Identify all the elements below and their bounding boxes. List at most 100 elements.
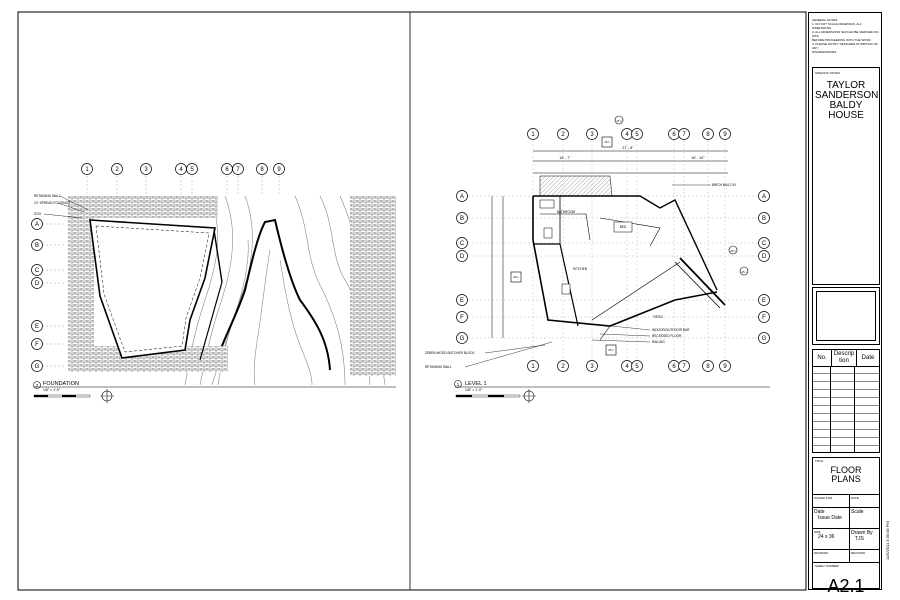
stamp-box — [812, 287, 880, 345]
f-col-4: 4 — [179, 167, 183, 173]
f-north-arrow — [100, 389, 114, 403]
l1-col-3-b: 3 — [590, 364, 594, 370]
f-row-d: D — [35, 281, 40, 287]
l1-col-1-b: 1 — [531, 364, 535, 370]
general-notes: GENERAL NOTES 1. DO NOT SCALE DRAWINGS. … — [812, 16, 880, 64]
tag-3: A5.1 — [608, 348, 614, 352]
l1-row-a: A — [460, 194, 464, 200]
f-col-8: 8 — [260, 167, 264, 173]
level1-title: LEVEL 1 — [465, 381, 487, 387]
title-block: GENERAL NOTES 1. DO NOT SCALE DRAWINGS. … — [808, 12, 882, 596]
foundation-slab — [89, 219, 216, 359]
rev-rows — [813, 366, 879, 452]
foundation-title: FOUNDATION — [43, 381, 79, 387]
room-bathroom: BATHROOM — [557, 210, 576, 214]
l1-north-arrow — [522, 389, 536, 403]
rev-header-desc: Descrip tion — [832, 350, 857, 366]
l1-view-number: 1 — [457, 382, 460, 387]
l1-row-a-r: A — [762, 194, 766, 200]
l1-col-6: 6 — [672, 132, 676, 138]
f-view-bubble — [33, 381, 41, 389]
l1-row-g: G — [460, 336, 465, 342]
date-header-label: DATE — [851, 496, 859, 500]
f-note-retaining-wall: RETAINING WALL — [34, 194, 61, 198]
tag-1: A5.1 — [604, 140, 610, 144]
tag-2: A5.1 — [513, 275, 519, 279]
f-leaders — [43, 195, 89, 219]
ground-hatch-left — [68, 196, 94, 372]
title-label: TITLE — [815, 459, 824, 463]
l1-col-1: 1 — [531, 132, 535, 138]
note-bar: INDOOR/OUTDOOR BAR — [652, 328, 690, 332]
note-line: 2. ALL DIMENSIONS SHOULD BE VERIFIED ON … — [812, 30, 879, 38]
l1-col-bubbles-top — [527, 128, 731, 140]
f-col-7: 7 — [236, 167, 240, 173]
date-value: Issue Date — [818, 515, 842, 521]
drawn-by-value: TJS — [855, 536, 864, 542]
l1-col-5-b: 5 — [635, 364, 639, 370]
project-label: SPECIFIC NOTES — [815, 71, 841, 75]
f-scale-bar — [33, 394, 91, 398]
issued-for-label: ISSUED FOR — [813, 495, 850, 507]
l1-grid-lines — [468, 140, 758, 360]
project-name-line: TAYLOR — [826, 80, 866, 91]
f-view-number: 2 — [36, 383, 39, 388]
sheet-border — [17, 11, 807, 591]
scale-label: Scale — [851, 509, 864, 515]
foundation-col-bubbles — [81, 163, 285, 175]
note-recessed-floor: RECESSED FLOOR — [652, 334, 682, 338]
l1-col-2-b: 2 — [561, 364, 565, 370]
bold-contour — [213, 218, 331, 371]
drawing-label: DRAWING — [813, 550, 850, 562]
l1-col-3: 3 — [590, 132, 594, 138]
sheet-number: A2.1 — [827, 576, 865, 596]
revision-table: No. Descrip tion Date — [812, 349, 880, 453]
f-col-6: 6 — [225, 167, 229, 173]
l1-row-bubbles-left — [456, 190, 468, 344]
l1-top-dim-3: 16' - 10" — [691, 156, 705, 160]
l1-row-d-r: D — [762, 254, 767, 260]
foundation-plan: 1 2 3 4 5 6 7 8 9 A B C D E F G RETAININ… — [31, 163, 396, 403]
rev-header-date: Date — [861, 355, 875, 361]
l1-col-7-b: 7 — [682, 364, 686, 370]
rev-header-no: No. — [813, 350, 832, 366]
l1-row-c: C — [460, 241, 465, 247]
note-railing: RAILING — [652, 340, 665, 344]
revision-label: REVISION — [851, 551, 866, 555]
ground-hatch-top — [68, 196, 218, 218]
f-col-2: 2 — [115, 167, 119, 173]
size-label: SIZE — [814, 530, 821, 534]
l1-top-dim-1: 16' - 7" — [559, 156, 571, 160]
note-butcher-block: ZEBRA WOOD BUTCHER BLOCK — [425, 351, 475, 355]
f-row-c: C — [35, 268, 40, 274]
general-notes-heading: GENERAL NOTES — [812, 18, 838, 22]
l1-row-d: D — [460, 254, 465, 260]
l1-top-dim-2: 27' - 8" — [622, 146, 634, 150]
size-value: 24 x 36 — [818, 534, 835, 540]
l1-leaders — [464, 184, 711, 368]
level1-plan: 16' - 7" 27' - 8" 16' - 10" — [425, 115, 770, 403]
sheet-number-label: SHEET NUMBER — [815, 564, 839, 568]
l1-col-6-b: 6 — [672, 364, 676, 370]
tag-5: A5.1 — [730, 249, 736, 253]
room-patio: PATIO — [653, 315, 663, 319]
l1-row-b: B — [460, 216, 464, 222]
f-row-e: E — [35, 324, 39, 330]
note-retaining-wall: RETAINING WALL — [425, 365, 452, 369]
l1-col-4-b: 4 — [625, 364, 629, 370]
date-label: Date — [814, 509, 825, 515]
foundation-grid-rows — [42, 223, 66, 367]
l1-col-8: 8 — [706, 132, 710, 138]
project-name-line: BALDY HOUSE — [828, 100, 864, 121]
level1-scale: 1/8" = 1'-0" — [465, 388, 483, 392]
note-line: 1. DO NOT SCALE DRAWINGS. ALL — [812, 22, 862, 26]
l1-col-9: 9 — [723, 132, 727, 138]
l1-col-9-b: 9 — [723, 364, 727, 370]
l1-row-b-r: B — [762, 216, 766, 222]
l1-row-bubbles-right — [758, 190, 770, 344]
room-bed: BED — [620, 225, 627, 229]
l1-col-2: 2 — [561, 132, 565, 138]
retaining-wall-lower — [199, 281, 223, 361]
l1-view-bubble — [454, 380, 462, 388]
